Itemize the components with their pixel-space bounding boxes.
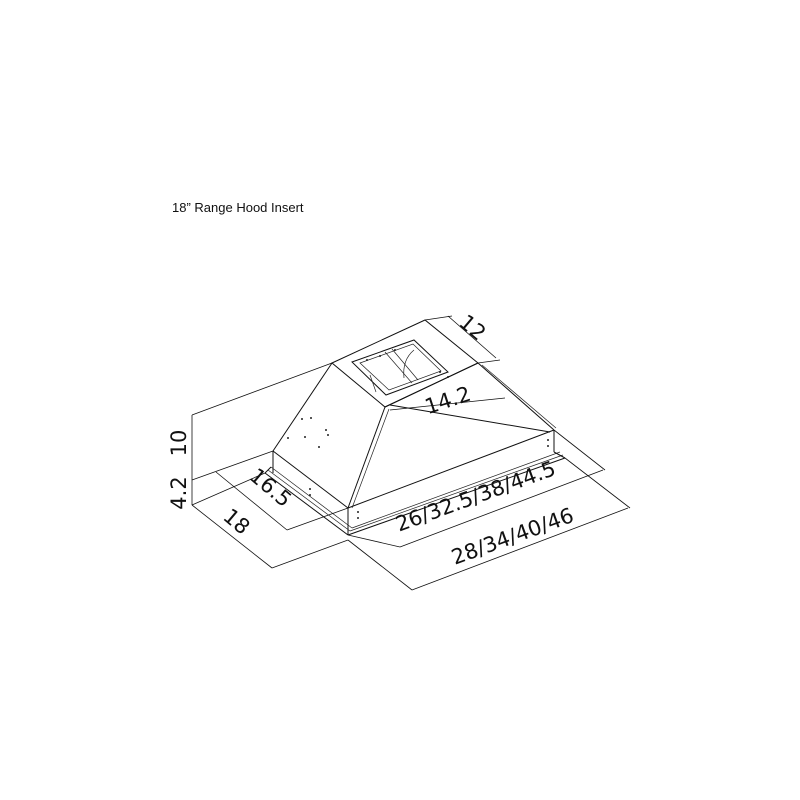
dim-18: 18 [191, 504, 349, 569]
dim-14-2-label: 14.2 [422, 382, 474, 419]
dim-outer-width-label: 28/34/40/46 [448, 503, 577, 569]
dim-18-label: 18 [219, 504, 255, 540]
dim-4-2-label: 4.2 [167, 476, 191, 509]
dim-12: 12 [424, 310, 501, 364]
diagram-title: 18” Range Hood Insert [172, 200, 304, 215]
dim-16-5-label: 16.5 [245, 463, 296, 511]
dim-12-label: 12 [455, 310, 491, 346]
hood-body [264, 362, 566, 536]
dim-height: 10 4.2 [167, 362, 333, 510]
dim-10-label: 10 [167, 430, 191, 457]
